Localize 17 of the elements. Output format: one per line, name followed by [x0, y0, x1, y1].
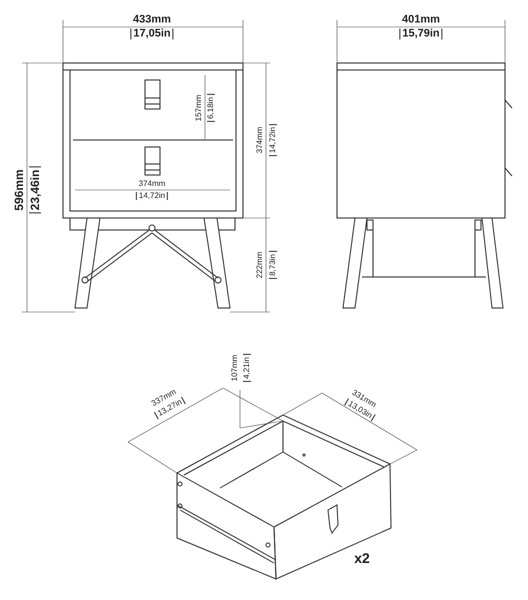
- dimension-label: 374mm: [256, 126, 264, 156]
- quantity-label: x2: [353, 551, 371, 565]
- dimension-label: 596mm: [13, 168, 25, 213]
- dimension-label: 222mm: [256, 250, 264, 280]
- dimension-label: 107mm: [231, 354, 239, 384]
- dimension-inch-label: 23,46in: [29, 166, 41, 214]
- dimension-inch-label: 14,72in: [136, 192, 168, 200]
- dimension-inch-label: 15,79in: [399, 28, 443, 40]
- dimension-inch-label: 4,21in: [243, 354, 251, 382]
- dimension-label: 433mm: [132, 14, 172, 26]
- dimension-inch-label: 8,73in: [269, 251, 277, 279]
- dimension-label: 157mm: [195, 94, 203, 124]
- dimension-inch-label: 6,18in: [207, 94, 215, 122]
- dimension-label: 401mm: [401, 14, 441, 26]
- dimension-inch-label: 14,72in: [269, 124, 277, 156]
- dimension-label: 374mm: [138, 180, 166, 188]
- dimension-inch-label: 17,05in: [130, 28, 174, 40]
